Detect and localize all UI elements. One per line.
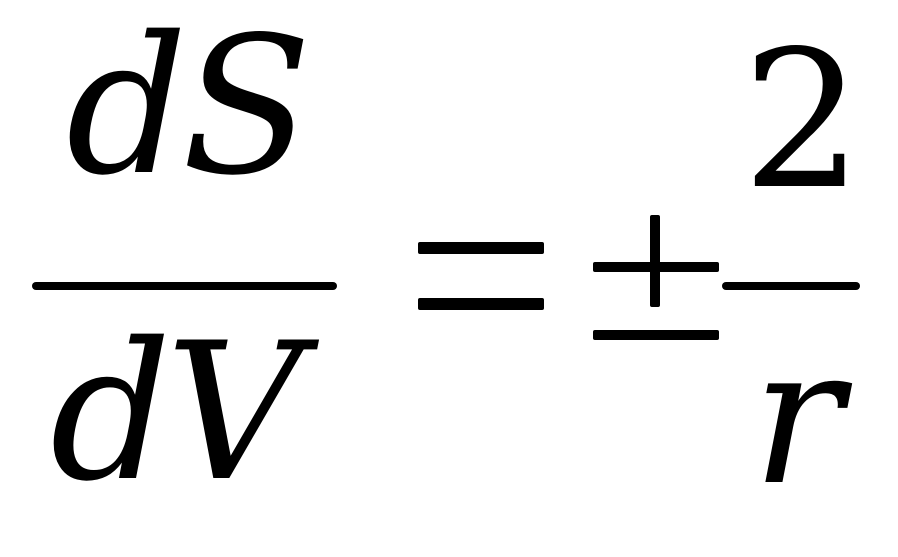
left-fraction-bar bbox=[32, 282, 337, 290]
equals-bottom-stroke bbox=[418, 298, 544, 310]
left-denominator: dV bbox=[50, 302, 303, 523]
right-numerator: 2 bbox=[742, 10, 863, 231]
left-numerator: dS bbox=[66, 0, 312, 217]
plus-vertical-stroke bbox=[650, 215, 660, 307]
right-fraction-bar bbox=[722, 282, 860, 290]
minus-stroke bbox=[593, 330, 719, 340]
right-denominator: r bbox=[752, 306, 843, 527]
equals-top-stroke bbox=[418, 242, 544, 254]
